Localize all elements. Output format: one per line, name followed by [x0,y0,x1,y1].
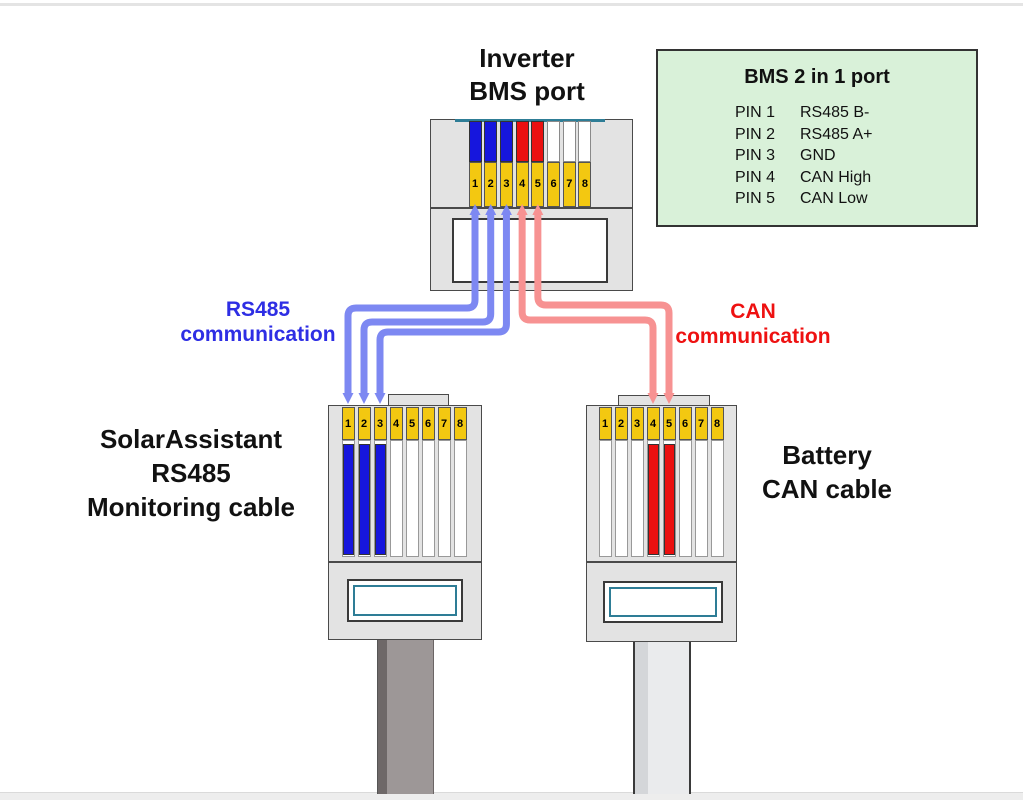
solarassistant-cable-label: SolarAssistant RS485 Monitoring cable [41,422,341,524]
inverter-pin-6-contact: 6 [547,162,561,207]
can-pin-8-contact: 8 [710,407,724,440]
inverter-label-line2: BMS port [469,76,585,106]
inverter-pin-4-wire-slot [515,121,529,162]
inverter-connector-opening-edge [455,119,605,122]
can-pin-7-channel [694,440,708,557]
can-comm-line2: communication [675,325,831,348]
wire-arrow-down-rs485:3 [374,393,386,404]
inverter-pin-7-wire-slot [562,121,576,162]
battery-label-line1: Battery [782,440,872,470]
inverter-pin-5-wire-slot [531,121,545,162]
rs485-pin-4-channel [389,440,403,557]
can-pin-5-wire [663,444,675,555]
rs485-pin-4-contact: 4 [389,407,403,440]
inverter-pin-6-wire-slot [547,121,561,162]
pin-row-3: PIN 3 GND [735,145,976,167]
pin-row-5-desc: CAN Low [800,190,868,208]
pin-list: PIN 1 RS485 B- PIN 2 RS485 A+ PIN 3 GND PIN… [658,102,976,210]
can-pin-2-channel [614,440,628,557]
pin-row-1-number: PIN 1 [735,104,776,121]
rs485-comm-line2: communication [180,323,336,346]
can-pin-6-channel [678,440,692,557]
can-connector-window [603,581,723,623]
can-pin-3-channel [630,440,644,557]
rs485-connector-window [347,579,463,622]
inverter-pin-2-wire-slot [484,121,498,162]
pin-row-4: PIN 4 CAN High [735,167,976,189]
rs485-pin-6-channel [421,440,435,557]
wire-arrow-down-rs485:2 [358,393,370,404]
solarassistant-label-line1: SolarAssistant [99,424,283,454]
rs485-communication-label: RS485 communication [158,297,358,347]
rs485-pin-7-contact: 7 [437,407,451,440]
can-communication-label: CAN communication [653,299,853,349]
rs485-cable-sheath [377,638,434,794]
battery-can-cable-label: Battery CAN cable [677,438,977,506]
can-comm-line1: CAN [730,300,776,323]
bms-pinout-info-box: BMS 2 in 1 port PIN 1 RS485 B- PIN 2 RS485… [656,49,978,227]
can-pin-8-channel [710,440,724,557]
pin-row-2-desc: RS485 A+ [800,125,873,143]
can-connector-window-inner [609,587,717,617]
inverter-pin-3-wire-slot [499,121,513,162]
inverter-pin-8-wire-slot [578,121,592,162]
pin-row-5: PIN 5 CAN Low [735,188,976,210]
pin-row-5-number: PIN 5 [735,190,776,208]
info-box-title: BMS 2 in 1 port [744,66,890,88]
rs485-pin-2-contact: 2 [357,407,371,440]
inverter-connector-window [452,218,608,283]
inverter-pin-1-contact: 1 [468,162,482,207]
solarassistant-label-line3: Monitoring cable [87,492,295,522]
inverter-pin-5-contact: 5 [531,162,545,207]
pin-row-2: PIN 2 RS485 A+ [735,124,976,146]
rs485-pin-8-contact: 8 [453,407,467,440]
can-pin-4-contact: 4 [646,407,660,440]
rs485-pin-1-contact: 1 [341,407,355,440]
rs485-pin-7-channel [437,440,451,557]
inverter-pin-3-contact: 3 [499,162,513,207]
rs485-pin-5-contact: 5 [405,407,419,440]
inverter-pin-8-contact: 8 [578,162,592,207]
can-pin-1-channel [598,440,612,557]
top-frame-line [0,3,1023,6]
can-pin-6-contact: 6 [678,407,692,440]
can-pin-5-contact: 5 [662,407,676,440]
wire-arrow-down-rs485:1 [342,393,354,404]
can-pin-2-contact: 2 [614,407,628,440]
inverter-bms-port-label: Inverter BMS port [397,42,657,108]
pin-row-1: PIN 1 RS485 B- [735,102,976,124]
pin-row-1-desc: RS485 B- [800,104,870,121]
battery-label-line2: CAN cable [761,474,893,504]
pin-row-4-number: PIN 4 [735,168,776,186]
inverter-pin-1-wire-slot [468,121,482,162]
can-cable-sheath [633,640,691,794]
pin-row-4-desc: CAN High [800,168,872,186]
bottom-frame-line [0,792,1023,800]
rs485-pin-6-contact: 6 [421,407,435,440]
rs485-comm-line1: RS485 [225,298,291,321]
rs485-pin-3-contact: 3 [373,407,387,440]
pin-row-3-number: PIN 3 [735,147,776,165]
rs485-pin-2-wire [358,444,370,555]
pin-row-2-number: PIN 2 [735,125,776,143]
rs485-pin-5-channel [405,440,419,557]
rs485-pin-3-wire [374,444,386,555]
can-pin-3-contact: 3 [630,407,644,440]
can-pin-7-contact: 7 [694,407,708,440]
solarassistant-label-line2: RS485 [151,458,231,488]
pin-row-3-desc: GND [800,147,836,165]
can-pin-4-wire [647,444,659,555]
inverter-pin-4-contact: 4 [515,162,529,207]
inverter-pin-2-contact: 2 [484,162,498,207]
rs485-pin-8-channel [453,440,467,557]
rs485-pin-1-wire [342,444,354,555]
inverter-label-line1: Inverter [479,43,575,73]
can-pin-1-contact: 1 [598,407,612,440]
inverter-pin-7-contact: 7 [562,162,576,207]
rs485-connector-window-inner [353,585,457,616]
